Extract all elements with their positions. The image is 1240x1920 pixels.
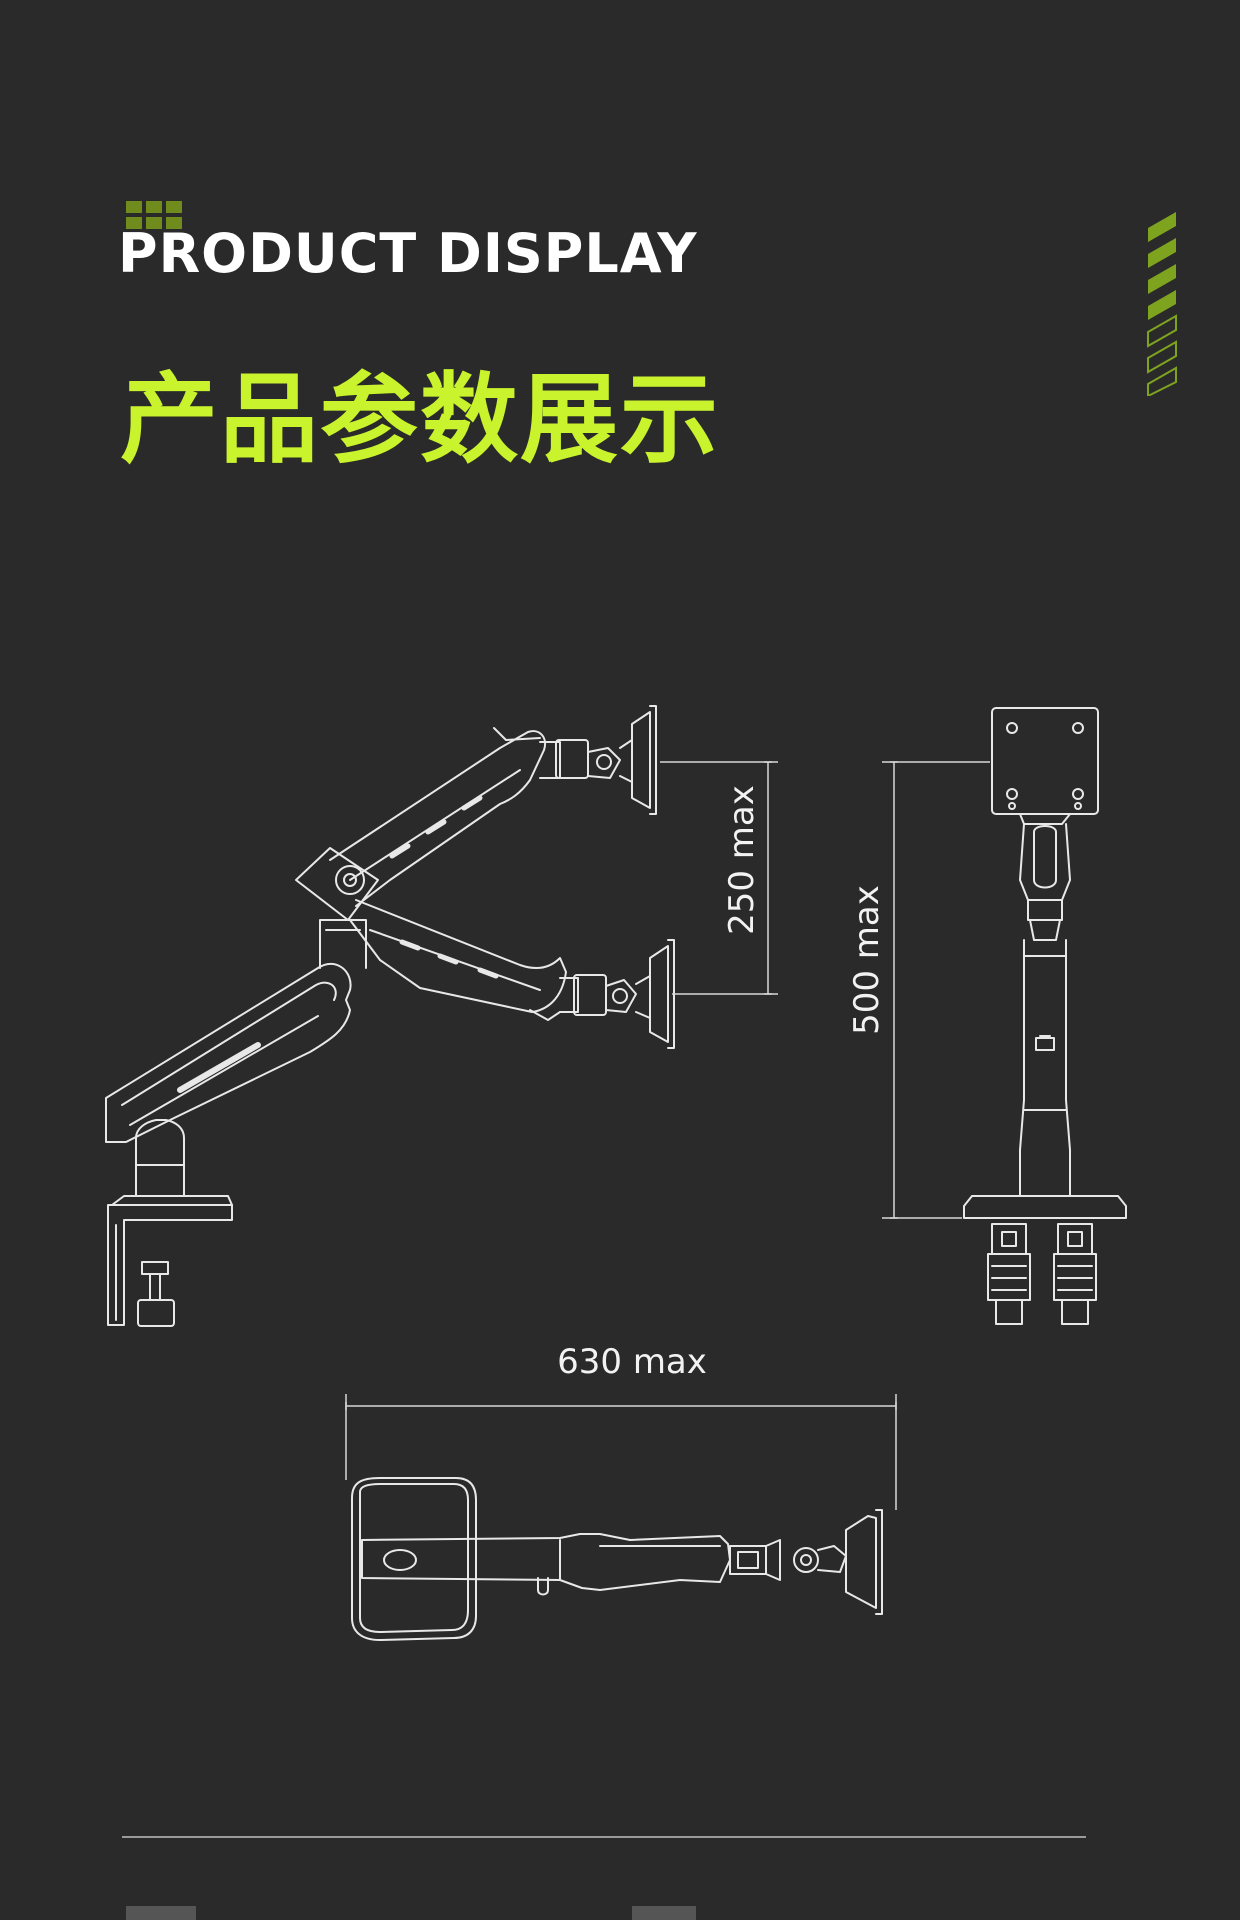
- reach-label: 630 max: [557, 1342, 707, 1382]
- title-english: PRODUCT DISPLAY: [118, 222, 698, 285]
- cut-off-text: [632, 1906, 696, 1920]
- lift-range-label: 250 max: [722, 785, 762, 935]
- front-view-drawing: [963, 707, 1127, 1325]
- title-chinese: 产品参数展示: [120, 363, 721, 477]
- grid-decoration-icon: [126, 201, 182, 231]
- height-label: 500 max: [847, 885, 887, 1035]
- dimension-lines: [345, 761, 990, 1510]
- cut-off-text: [126, 1906, 196, 1920]
- top-view-drawing: [351, 1477, 883, 1641]
- stripe-decoration-icon: [1147, 212, 1177, 396]
- section-divider: [122, 1836, 1086, 1838]
- side-view-drawing: [105, 705, 675, 1327]
